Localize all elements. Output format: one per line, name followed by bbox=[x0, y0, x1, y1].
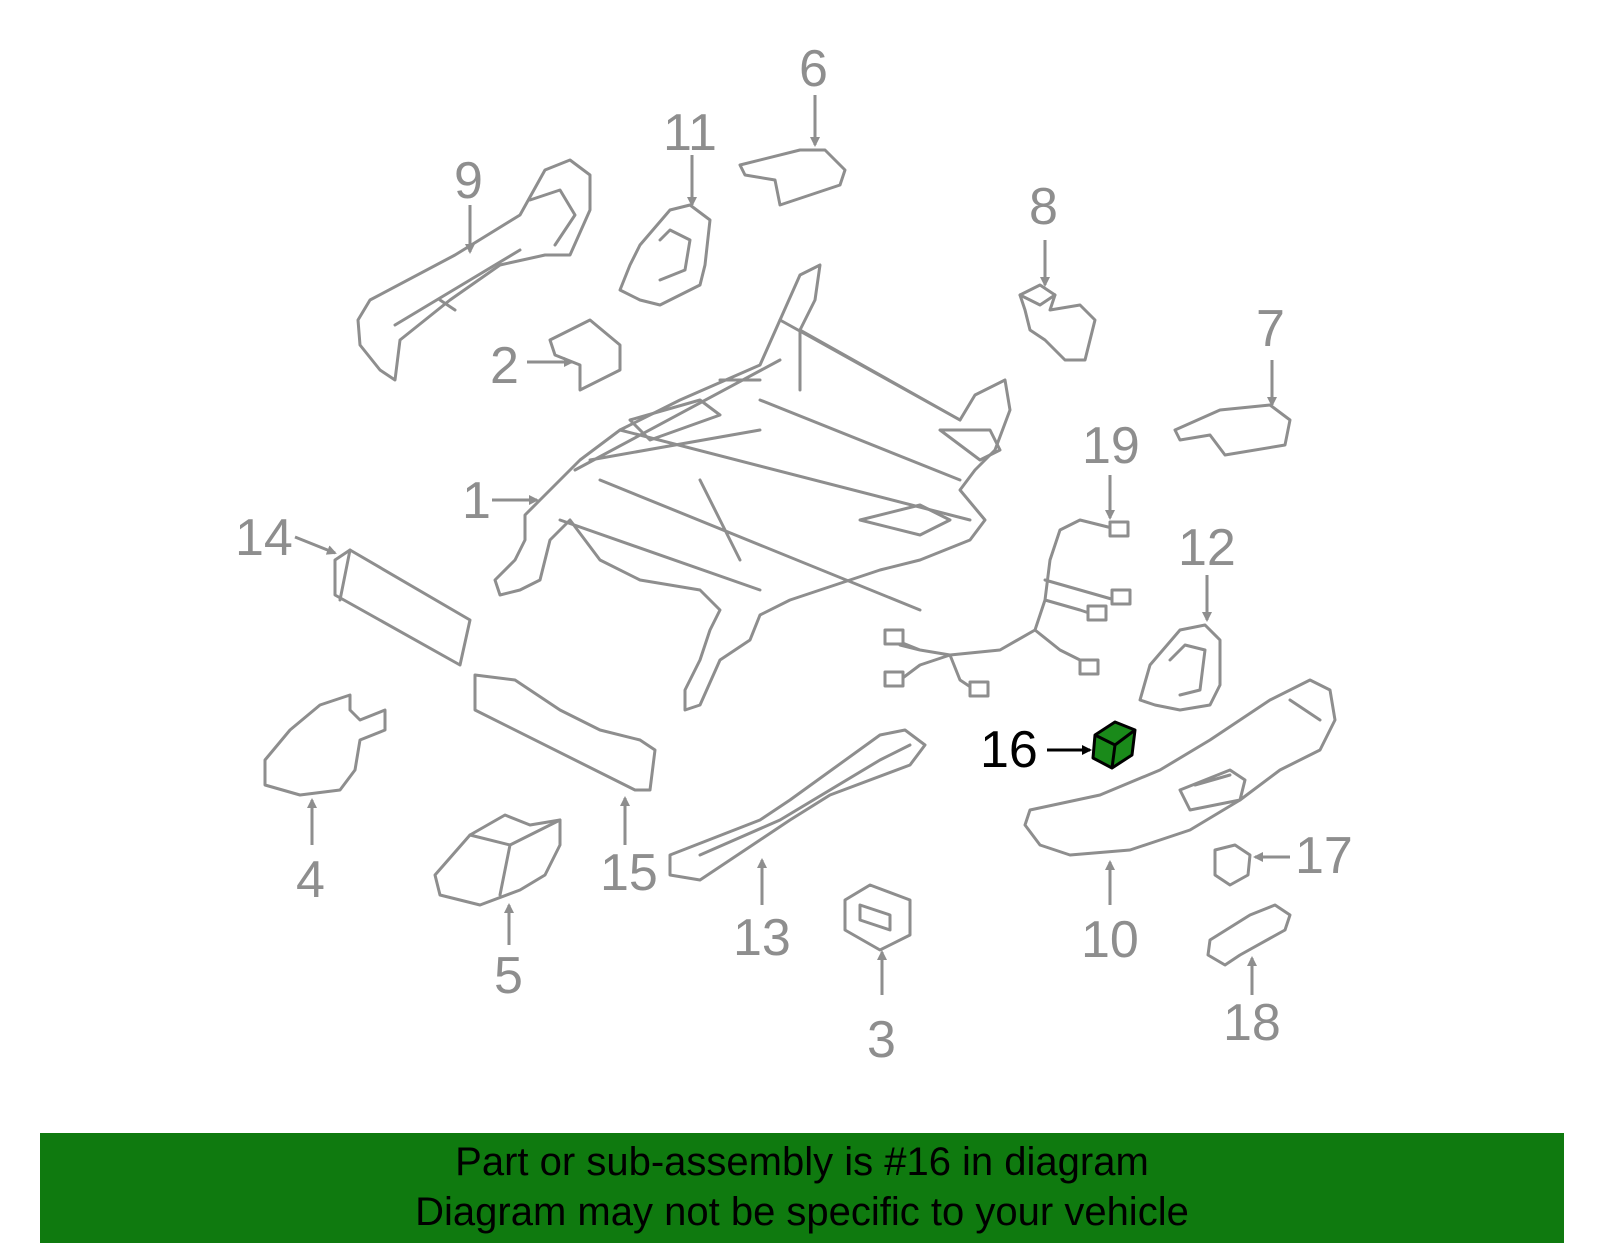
callout-16: 16 bbox=[980, 721, 1038, 779]
callout-arrows bbox=[294, 95, 1290, 995]
callout-15: 15 bbox=[600, 844, 658, 902]
callout-11: 11 bbox=[663, 104, 717, 162]
part-18-lever[interactable] bbox=[1206, 903, 1292, 967]
callout-10: 10 bbox=[1081, 911, 1139, 969]
callout-19: 19 bbox=[1082, 417, 1140, 475]
callout-3: 3 bbox=[867, 1011, 896, 1069]
banner-line-1: Part or sub-assembly is #16 in diagram bbox=[455, 1140, 1149, 1184]
arrow-14 bbox=[294, 535, 337, 555]
callout-labels: 1 2 3 4 5 6 7 8 9 10 11 12 13 14 15 16 1… bbox=[235, 40, 1353, 1069]
callout-6: 6 bbox=[799, 40, 828, 98]
callout-8: 8 bbox=[1029, 178, 1058, 236]
part-5-cover[interactable] bbox=[433, 813, 562, 907]
callout-4: 4 bbox=[296, 851, 325, 909]
part-2-bracket[interactable] bbox=[548, 318, 622, 392]
part-13-rail-trim[interactable] bbox=[668, 728, 927, 882]
callout-17: 17 bbox=[1295, 827, 1353, 885]
part-11-cover[interactable] bbox=[618, 203, 712, 307]
part-4-cover[interactable] bbox=[263, 693, 387, 797]
banner-line-2: Diagram may not be specific to your vehi… bbox=[415, 1190, 1189, 1234]
callout-13: 13 bbox=[733, 909, 791, 967]
part-6-bracket[interactable] bbox=[738, 148, 847, 207]
part-12-cover[interactable] bbox=[1138, 623, 1222, 712]
part-1-seat-frame[interactable] bbox=[493, 263, 1012, 712]
part-17-knob[interactable] bbox=[1213, 843, 1252, 887]
part-15-rail-cover[interactable] bbox=[473, 673, 657, 792]
callout-12: 12 bbox=[1178, 519, 1236, 577]
callout-5: 5 bbox=[494, 947, 523, 1005]
callout-18: 18 bbox=[1223, 994, 1281, 1052]
part-7-bracket[interactable] bbox=[1173, 403, 1292, 457]
part-14-trim-strip[interactable] bbox=[333, 548, 472, 667]
part-3-cover[interactable] bbox=[843, 883, 912, 952]
info-banner: Part or sub-assembly is #16 in diagram D… bbox=[40, 1133, 1564, 1243]
callout-2: 2 bbox=[490, 337, 519, 395]
part-9-side-trim[interactable] bbox=[356, 158, 592, 382]
callout-1: 1 bbox=[462, 472, 491, 530]
callout-7: 7 bbox=[1256, 300, 1285, 358]
part-8-clip[interactable] bbox=[1018, 283, 1097, 362]
part-16-switch-knob[interactable] bbox=[1091, 720, 1137, 770]
callout-9: 9 bbox=[454, 152, 483, 210]
part-19-wiring-harness[interactable] bbox=[883, 518, 1132, 698]
part-10-side-shield[interactable] bbox=[1023, 678, 1337, 857]
callout-14: 14 bbox=[235, 509, 293, 567]
